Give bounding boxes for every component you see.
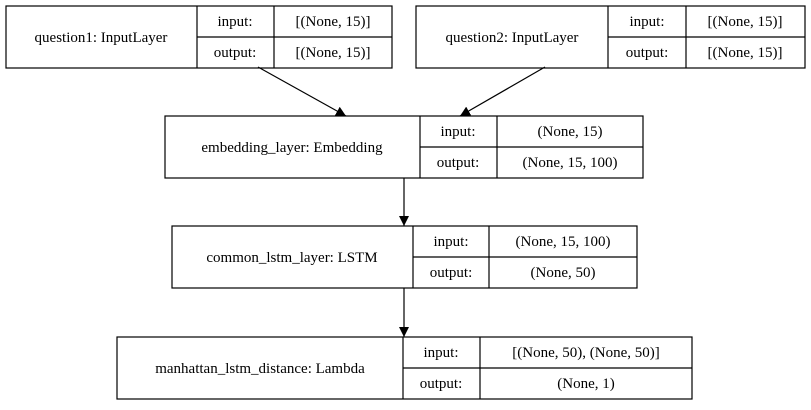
edge-question1-to-embedding — [257, 66, 347, 117]
edges — [257, 66, 546, 337]
node-question1-input-label: input: — [217, 14, 252, 30]
node-lambda: manhattan_lstm_distance: Lambda input: o… — [116, 336, 693, 400]
node-question2-input-value: [(None, 15)] — [708, 14, 783, 30]
node-lstm: common_lstm_layer: LSTM input: output: (… — [171, 225, 638, 289]
node-question2-name: question2: InputLayer — [446, 30, 579, 46]
node-question1: question1: InputLayer input: output: [(N… — [5, 5, 393, 69]
node-lstm-input-label: input: — [433, 234, 468, 250]
node-lstm-input-value: (None, 15, 100) — [516, 234, 611, 250]
node-lambda-name: manhattan_lstm_distance: Lambda — [155, 361, 365, 377]
node-question1-name: question1: InputLayer — [35, 30, 168, 46]
node-lambda-output-value: (None, 1) — [557, 376, 614, 392]
node-embedding: embedding_layer: Embedding input: output… — [164, 115, 644, 179]
edge-question2-to-embedding — [459, 66, 546, 117]
node-embedding-input-value: (None, 15) — [538, 124, 603, 140]
node-lambda-input-label: input: — [423, 345, 458, 361]
node-lambda-output-label: output: — [420, 376, 463, 392]
node-lambda-input-value: [(None, 50), (None, 50)] — [512, 345, 659, 361]
node-question2: question2: InputLayer input: output: [(N… — [415, 5, 806, 69]
node-embedding-input-label: input: — [440, 124, 475, 140]
node-question1-output-value: [(None, 15)] — [296, 45, 371, 61]
node-embedding-output-label: output: — [437, 155, 480, 171]
node-lstm-name: common_lstm_layer: LSTM — [206, 250, 377, 266]
node-lstm-output-value: (None, 50) — [531, 265, 596, 281]
node-question1-input-value: [(None, 15)] — [296, 14, 371, 30]
node-question2-output-value: [(None, 15)] — [708, 45, 783, 61]
node-question1-output-label: output: — [214, 45, 257, 61]
node-lstm-output-label: output: — [430, 265, 473, 281]
node-embedding-output-value: (None, 15, 100) — [523, 155, 618, 171]
node-question2-output-label: output: — [626, 45, 669, 61]
node-embedding-name: embedding_layer: Embedding — [201, 140, 383, 156]
node-question2-input-label: input: — [629, 14, 664, 30]
